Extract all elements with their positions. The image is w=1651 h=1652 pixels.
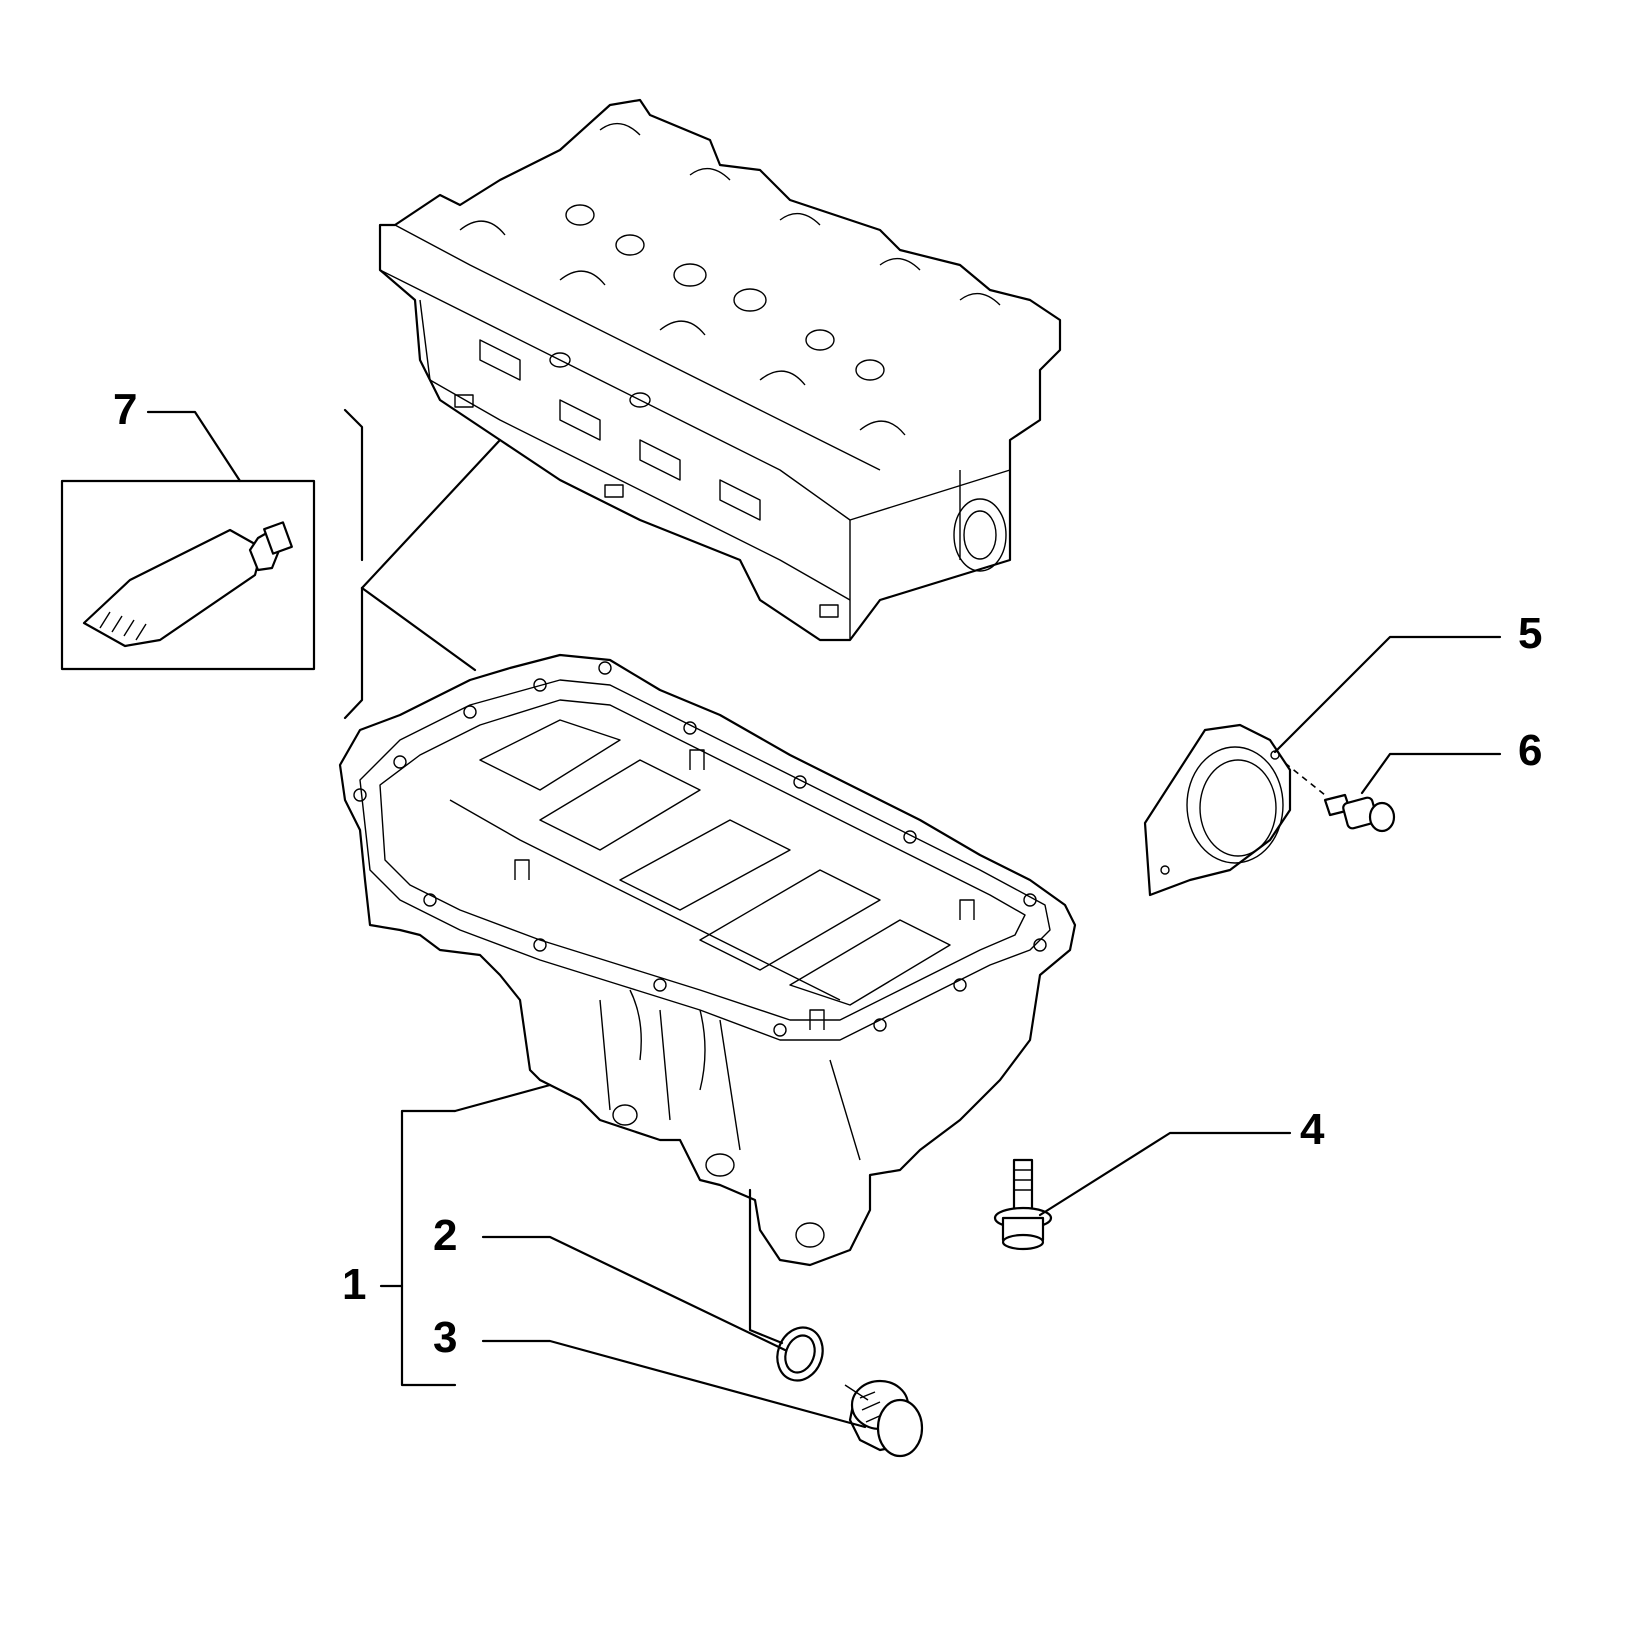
callout-5: 5: [1518, 609, 1543, 658]
drain-plug-seal-ring: [776, 1326, 824, 1382]
drain-plug: [848, 1379, 924, 1458]
rear-seal-cover: [1143, 723, 1292, 897]
oil-pan: [338, 653, 1077, 1267]
cylinder-head: [378, 98, 1062, 642]
callout-4: 4: [1300, 1105, 1325, 1154]
sealant-tube: [60, 479, 316, 671]
cover-screw: [1323, 793, 1396, 833]
callout-leaders: [146, 410, 1502, 1429]
callout-2: 2: [433, 1211, 458, 1260]
callout-6: 6: [1518, 726, 1543, 775]
callout-7: 7: [113, 385, 138, 434]
oil-pan-bolt: [993, 1158, 1053, 1251]
callout-3: 3: [433, 1313, 458, 1362]
assembly-lines: [343, 408, 502, 720]
callout-1: 1: [342, 1260, 367, 1309]
